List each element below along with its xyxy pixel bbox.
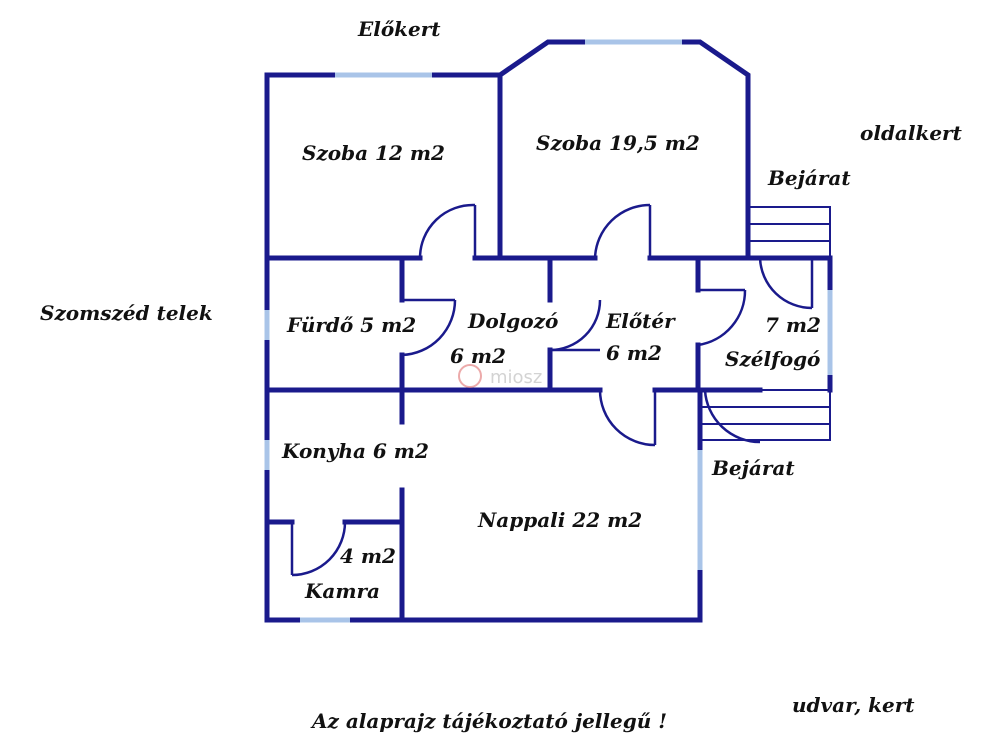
living-label: Nappali 22 m2: [477, 508, 642, 532]
label-front-garden: Előkert: [357, 17, 441, 41]
door-room-small-arc: [418, 203, 476, 259]
stairs-bottom: [699, 389, 831, 441]
doors: [290, 203, 814, 577]
windows: [264, 39, 833, 623]
study-name-label: Dolgozó: [467, 309, 558, 333]
door-entrance-top-arc: [758, 257, 813, 310]
watermark: miosz: [458, 364, 542, 388]
hall-name-label: Előtér: [605, 309, 676, 333]
door-study-arc: [549, 299, 602, 352]
vestibule-name-label: Szélfogó: [725, 347, 820, 371]
vestibule-area-label: 7 m2: [765, 313, 821, 337]
pantry-area-label: 4 m2: [340, 544, 396, 568]
label-yard: udvar, kert: [792, 693, 915, 717]
study-area-label: 6 m2: [450, 344, 506, 368]
label-disclaimer: Az alaprajz tájékoztató jellegű !: [310, 709, 667, 733]
hall-area-label: 6 m2: [606, 341, 662, 365]
door-entrance-bottom-arc: [703, 389, 761, 444]
door-room-large-arc: [593, 203, 651, 259]
door-bath-arc: [401, 299, 457, 357]
kitchen-label: Konyha 6 m2: [281, 439, 429, 463]
label-entrance-top: Bejárat: [767, 166, 851, 190]
label-neighbor-plot: Szomszéd telek: [40, 301, 213, 325]
door-pantry-arc: [291, 521, 347, 577]
pantry-name-label: Kamra: [304, 579, 380, 603]
label-entrance-bottom: Bejárat: [711, 456, 795, 480]
watermark-logo-icon: [458, 364, 482, 388]
door-hall-arc: [697, 289, 747, 347]
door-living-arc: [598, 389, 656, 447]
bathroom-label: Fürdő 5 m2: [286, 313, 416, 337]
room-small-label: Szoba 12 m2: [302, 141, 445, 165]
room-large-label: Szoba 19,5 m2: [536, 131, 700, 155]
stairs-top: [747, 206, 831, 259]
label-side-garden: oldalkert: [860, 121, 963, 145]
watermark-text: miosz: [490, 367, 542, 388]
wall-bay: [496, 39, 751, 261]
